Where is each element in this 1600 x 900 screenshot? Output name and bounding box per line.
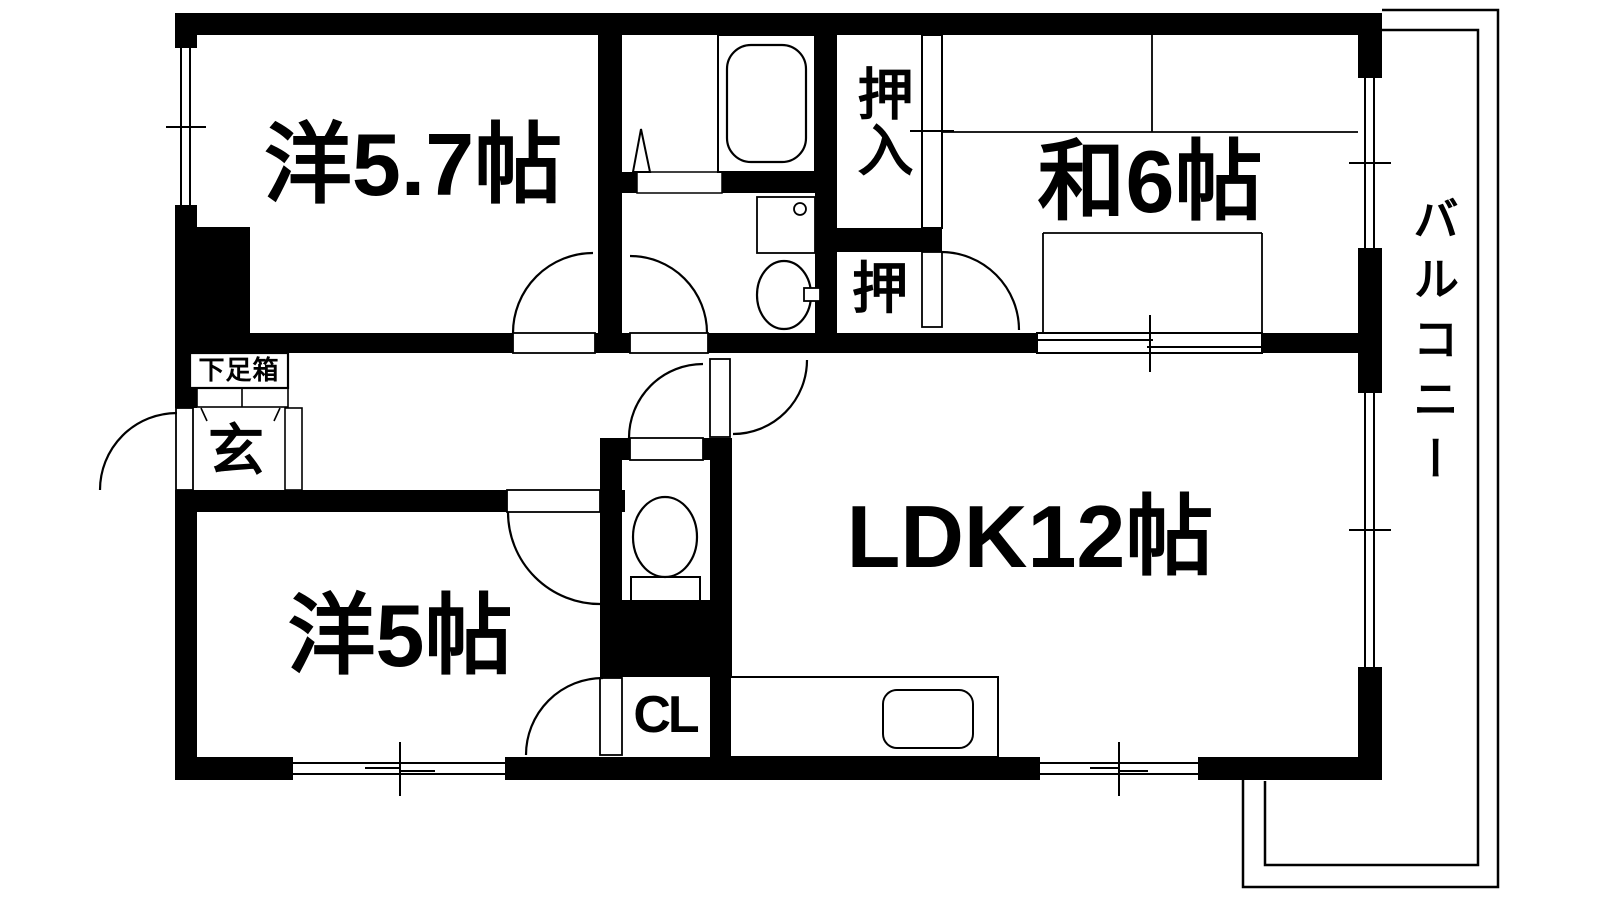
- room-label-western-5-7: 洋5.7帖: [263, 115, 563, 214]
- washing-machine-pan-icon: [756, 196, 816, 254]
- window-east-lower: [1349, 393, 1391, 667]
- balcony-railing: [1241, 8, 1500, 889]
- entrance-step: [284, 407, 303, 491]
- fixtures: [188, 34, 1358, 758]
- door-japanese-room: [921, 250, 1021, 331]
- label-shoe-box: 下足箱: [198, 355, 280, 385]
- walls: [175, 13, 1382, 780]
- toilet-icon: [630, 495, 701, 602]
- label-closet-cl: CL: [633, 686, 699, 744]
- window-south-right: [1040, 742, 1198, 796]
- door-closet-cl: [524, 676, 623, 756]
- door-washroom: [629, 254, 709, 354]
- bath-door-swing-icon: [631, 128, 652, 173]
- sliding-door-japanese-ldk: [1036, 315, 1263, 372]
- entrance-door: [98, 407, 194, 491]
- tatami-mats: [941, 35, 1358, 333]
- bath-door: [636, 171, 723, 194]
- window-east-upper: [1349, 78, 1391, 248]
- label-entrance: 玄: [208, 419, 264, 482]
- label-closet-upper: 押入: [850, 65, 913, 177]
- entrance-frame-ticks: [200, 407, 281, 422]
- kitchen-counter-icon: [729, 676, 999, 758]
- room-label-balcony: バルコニー: [1407, 195, 1459, 495]
- window-south-left: [293, 742, 505, 796]
- label-closet-lower: 押: [852, 257, 908, 320]
- door-ldk: [709, 358, 809, 438]
- room-label-western-5: 洋5帖: [287, 586, 513, 685]
- shoe-cabinet-icon: [196, 387, 289, 408]
- room-label-japanese-6: 和6帖: [1037, 132, 1263, 231]
- room-label-ldk: LDK12帖: [846, 487, 1214, 586]
- window-west-upper: [166, 48, 206, 205]
- door-toilet: [627, 362, 704, 461]
- door-western-5-7: [511, 251, 596, 354]
- door-western-5: [506, 489, 601, 606]
- washbasin-icon: [755, 259, 821, 331]
- windows: [166, 48, 1391, 796]
- shoe-box-label-frame: [188, 351, 290, 390]
- bathtub-icon: [717, 34, 816, 173]
- swing-doors: [98, 250, 1021, 756]
